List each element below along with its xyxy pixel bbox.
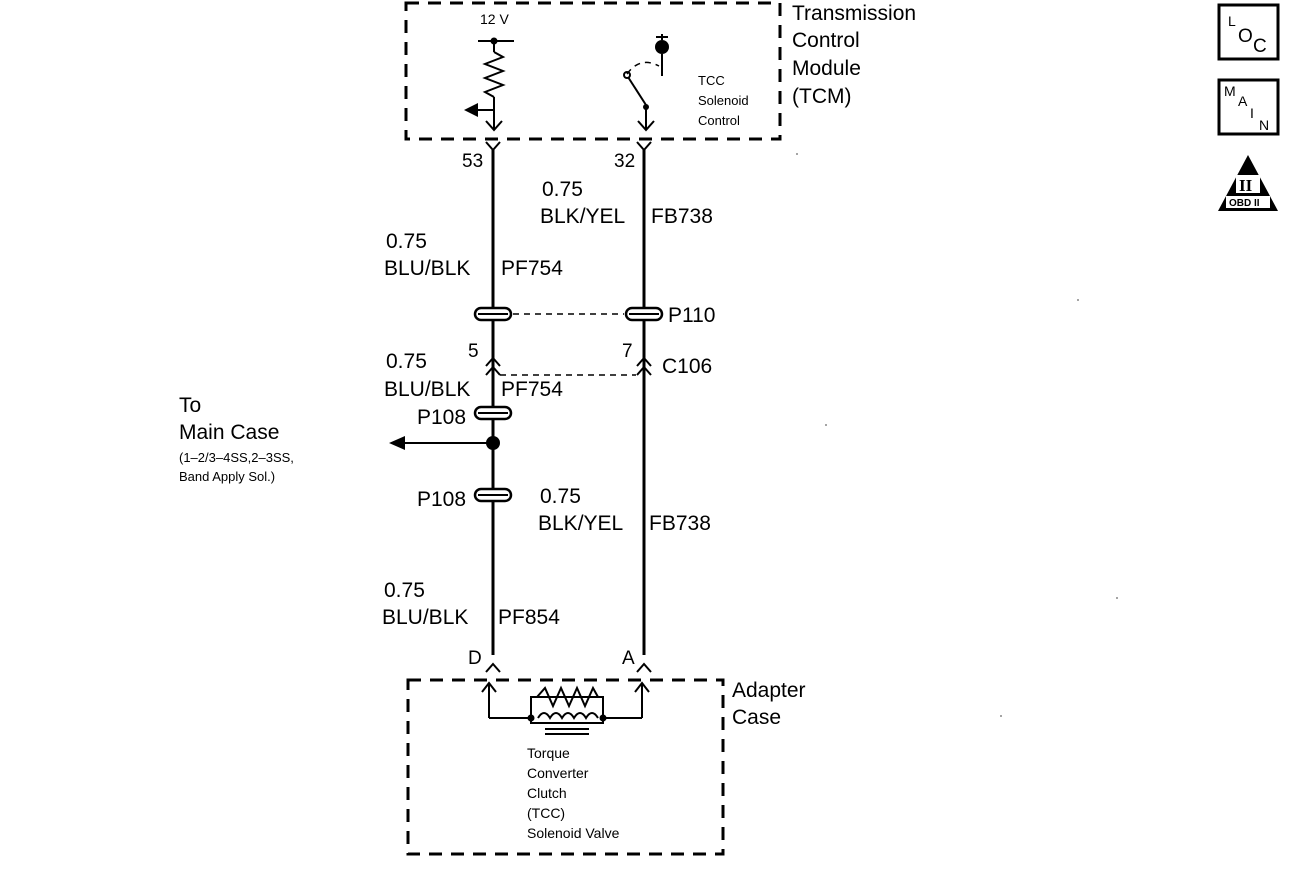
pin-53: 53	[462, 151, 483, 172]
wire-circuit: PF754	[501, 378, 563, 401]
svg-text:OBD II: OBD II	[1229, 198, 1260, 209]
valve-label-line-5: Solenoid Valve	[527, 825, 620, 841]
wire-color: BLU/BLK	[382, 606, 468, 629]
svg-text:L: L	[1228, 13, 1236, 29]
branch-title-line-1: To	[179, 394, 201, 417]
adapter-title-line-2: Case	[732, 706, 781, 729]
svg-text:I: I	[1250, 105, 1254, 121]
pin-32: 32	[614, 151, 635, 172]
wire-color: BLU/BLK	[384, 378, 470, 401]
tcm-title-line-4: (TCM)	[792, 85, 851, 108]
connector-c106: 5 7 C106	[468, 341, 712, 378]
valve-label-line-1: Torque	[527, 745, 570, 761]
branch-detail-line-2: Band Apply Sol.)	[179, 469, 275, 484]
wire-size: 0.75	[540, 485, 581, 508]
tcc-solenoid-valve-symbol	[527, 685, 607, 735]
valve-label-line-4: (TCC)	[527, 805, 565, 821]
wire-size: 0.75	[542, 178, 583, 201]
wire-size: 0.75	[386, 230, 427, 253]
svg-text:N: N	[1259, 117, 1269, 133]
supply-voltage-label: 12 V	[480, 11, 509, 27]
tcm-pin-terminals: 53 32	[462, 141, 652, 172]
adapter-case: Adapter Case Torque Converter Clutch (TC…	[406, 678, 806, 856]
wire-circuit: PF854	[498, 606, 560, 629]
svg-text:C: C	[1253, 36, 1267, 57]
wire-label-left-lower: 0.75 BLU/BLK PF854	[382, 579, 560, 629]
p110-label: P110	[668, 304, 716, 327]
obd-ii-icon: II OBD II	[1218, 155, 1278, 211]
wire-label-left-mid: 0.75 BLU/BLK PF754	[384, 350, 563, 401]
c106-label: C106	[662, 355, 712, 378]
loc-icon: L O C	[1217, 3, 1280, 61]
main-icon: M A I N	[1217, 78, 1280, 136]
scan-specks	[796, 153, 1118, 717]
tcc-solenoid-switch-symbol: TCC Solenoid Control	[623, 34, 749, 132]
switch-label-line-1: TCC	[698, 73, 725, 88]
pin-D: D	[468, 648, 482, 669]
tcm-title-line-1: Transmission	[792, 2, 916, 25]
branch-detail-line-1: (1–2/3–4SS,2–3SS,	[179, 450, 294, 465]
splice-branch	[389, 436, 500, 450]
valve-label-line-2: Converter	[527, 765, 589, 781]
adapter-pin-terminals: D A	[468, 648, 652, 673]
svg-text:O: O	[1238, 26, 1253, 47]
p108-upper-label: P108	[417, 406, 466, 429]
connector-p108-upper: P108	[417, 405, 513, 429]
pin-7: 7	[622, 341, 633, 362]
tcm-boundary	[404, 1, 782, 141]
wire-color: BLU/BLK	[384, 257, 470, 280]
svg-text:A: A	[1238, 93, 1248, 109]
pullup-resistor-symbol: 12 V	[464, 11, 514, 132]
adapter-title-line-1: Adapter	[732, 679, 806, 702]
svg-text:M: M	[1224, 83, 1236, 99]
wire-circuit: PF754	[501, 257, 563, 280]
wire-color: BLK/YEL	[540, 205, 625, 228]
tcm-title-line-2: Control	[792, 29, 860, 52]
wire-circuit: FB738	[651, 205, 713, 228]
p108-lower-label: P108	[417, 488, 466, 511]
svg-text:II: II	[1239, 176, 1253, 195]
branch-label: To Main Case (1–2/3–4SS,2–3SS, Band Appl…	[179, 394, 294, 484]
pin-5: 5	[468, 341, 479, 362]
tcm-title-line-3: Module	[792, 57, 861, 80]
switch-label-line-2: Solenoid	[698, 93, 749, 108]
branch-title-line-2: Main Case	[179, 421, 279, 444]
connector-p108-lower: P108	[417, 487, 513, 511]
connector-p110: P110	[473, 304, 716, 327]
wire-size: 0.75	[386, 350, 427, 373]
wire-color: BLK/YEL	[538, 512, 623, 535]
wire-circuit: FB738	[649, 512, 711, 535]
switch-label-line-3: Control	[698, 113, 740, 128]
adapter-boundary	[406, 678, 725, 856]
pin-A: A	[622, 648, 635, 669]
valve-label-line-3: Clutch	[527, 785, 567, 801]
wire-label-right-upper: 0.75 BLK/YEL FB738	[540, 178, 713, 228]
wire-label-right-lower: 0.75 BLK/YEL FB738	[538, 485, 711, 535]
wire-size: 0.75	[384, 579, 425, 602]
tcm-module: Transmission Control Module (TCM) 12 V	[404, 1, 916, 141]
wire-label-left-upper: 0.75 BLU/BLK PF754	[384, 230, 563, 280]
